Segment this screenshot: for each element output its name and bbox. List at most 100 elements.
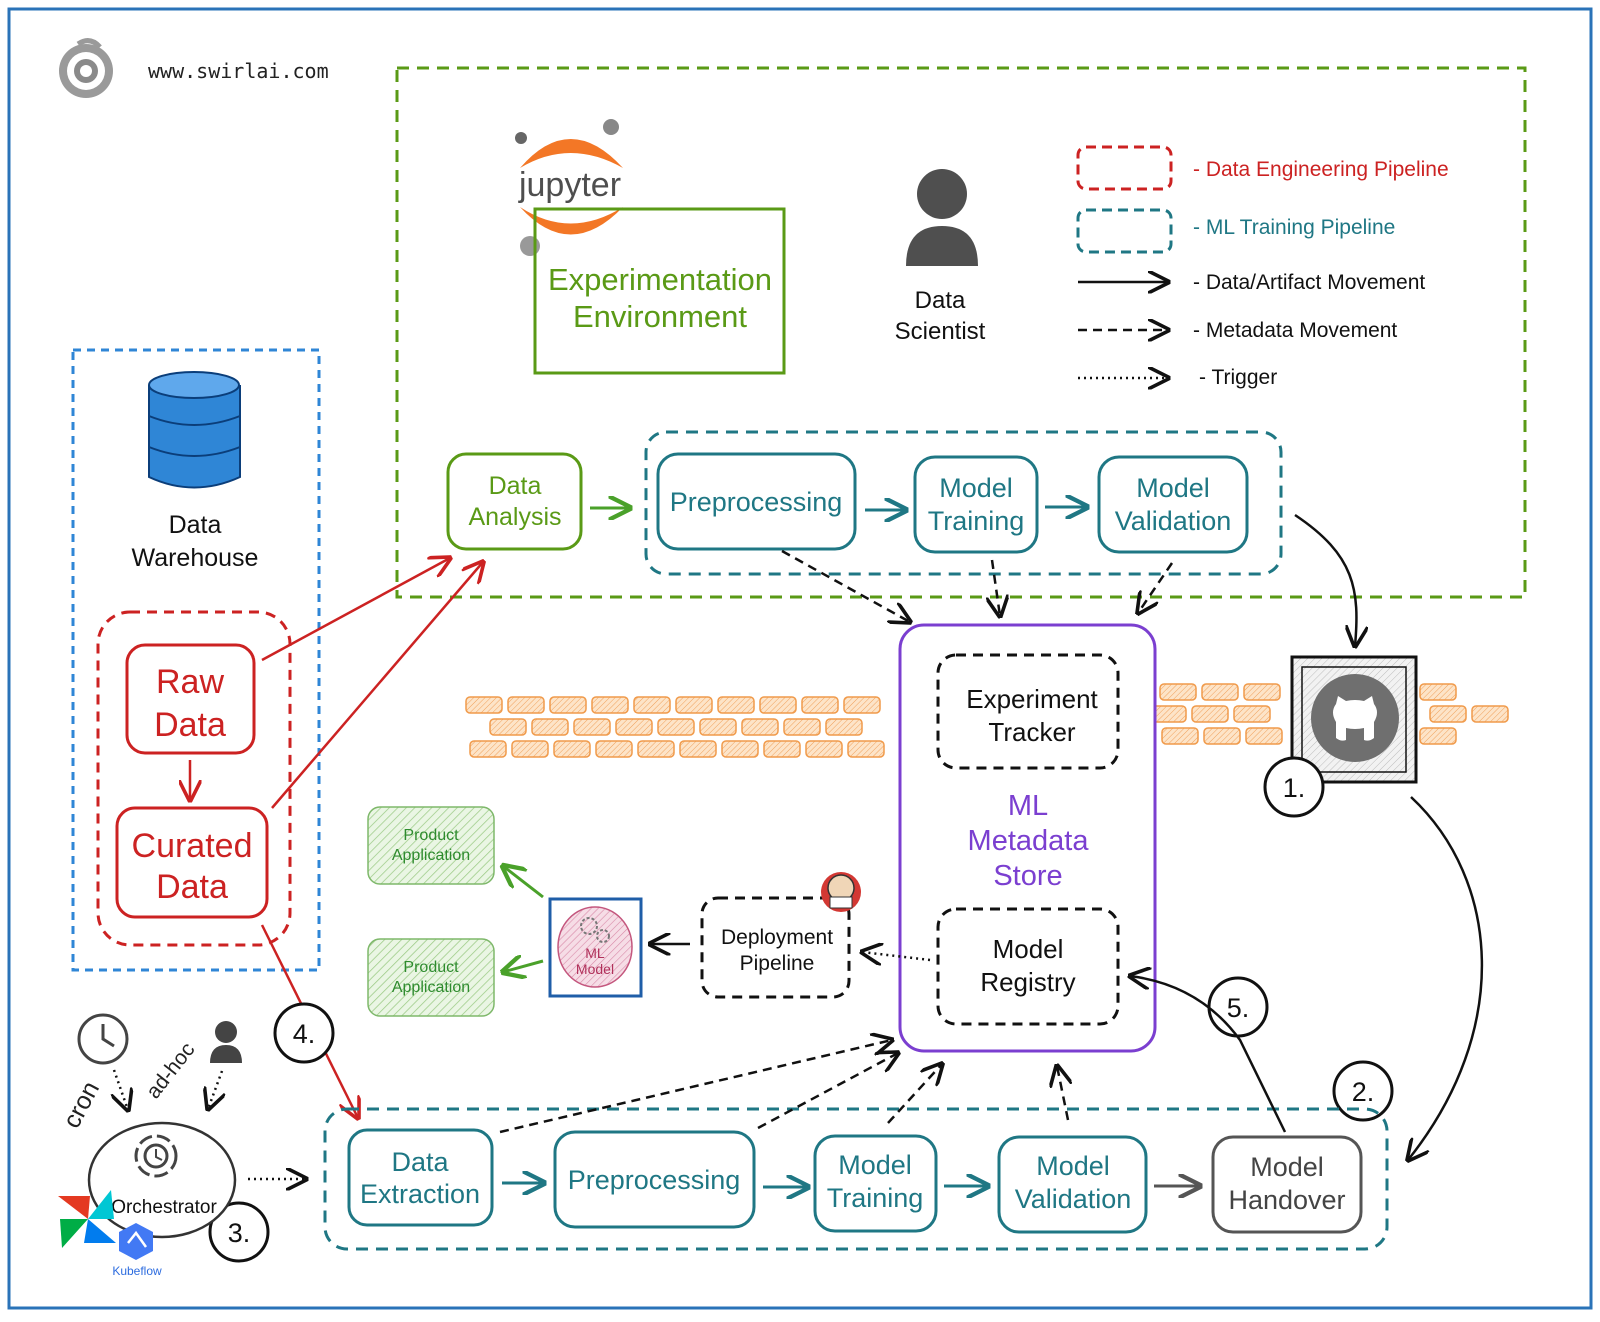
ml-metadata-store-title-line3: Store xyxy=(993,860,1062,892)
legend: - Data Engineering Pipeline - ML Trainin… xyxy=(1076,145,1449,389)
experiment-tracker-label-line2: Tracker xyxy=(988,717,1075,747)
firewall xyxy=(465,683,1509,758)
product-application-2-label-line1: Product xyxy=(403,959,459,976)
firewall-brick xyxy=(469,740,507,758)
firewall-brick xyxy=(657,718,695,736)
curated-data-label-line2: Data xyxy=(156,868,228,906)
orchestrator-icon xyxy=(134,1134,178,1178)
deployment-pipeline-label-line2: Pipeline xyxy=(740,952,815,975)
top-preprocessing-metadata-arrow xyxy=(781,549,910,622)
firewall-brick xyxy=(1471,705,1509,723)
curated-to-analysis-arrow xyxy=(271,562,483,809)
model-registry-label-line2: Registry xyxy=(980,967,1075,997)
deployment-pipeline-label-line1: Deployment xyxy=(721,926,833,949)
experimentation-environment-line2: Environment xyxy=(573,299,747,334)
data-scientist-label-line2: Scientist xyxy=(895,318,986,345)
product-application-box-1 xyxy=(367,806,495,885)
top-model-training-box xyxy=(913,455,1039,554)
bottom-data-extraction-label-line1: Data xyxy=(391,1147,449,1177)
orchestrator-ellipse xyxy=(87,1121,237,1239)
product-application-1-label-line2: Application xyxy=(392,847,470,864)
data-analysis-box xyxy=(446,452,583,551)
experiment-tracker-label-line1: Experiment xyxy=(966,684,1098,714)
experiment-tracker-box xyxy=(936,653,1120,770)
step-2-label: 2. xyxy=(1352,1077,1375,1107)
legend-trigger: - Trigger xyxy=(1199,366,1277,389)
orchestrator-label: Orchestrator xyxy=(111,1197,217,1218)
firewall-brick xyxy=(717,696,755,714)
firewall-brick xyxy=(825,718,863,736)
firewall-brick xyxy=(1243,683,1281,701)
firewall-brick xyxy=(805,740,843,758)
step-1-label: 1. xyxy=(1283,773,1306,803)
top-model-training-label-line1: Model xyxy=(939,473,1013,503)
gear-icon xyxy=(580,917,610,943)
firewall-brick xyxy=(595,740,633,758)
firewall-brick xyxy=(637,740,675,758)
firewall-brick xyxy=(843,696,881,714)
step-5-label: 5. xyxy=(1227,993,1250,1023)
top-preprocessing-label: Preprocessing xyxy=(670,487,843,517)
person-icon xyxy=(906,169,978,266)
step-3-marker: 3. xyxy=(208,1201,270,1263)
clock-icon xyxy=(77,1013,129,1065)
jupyter-logo-icon: jupyter xyxy=(515,119,623,256)
raw-to-analysis-arrow xyxy=(261,558,450,662)
step-1-marker: 1. xyxy=(1263,756,1325,818)
ml-metadata-store-title-line1: ML xyxy=(1008,790,1048,822)
jenkins-icon xyxy=(821,872,861,912)
firewall-brick xyxy=(783,718,821,736)
firewall-brick xyxy=(553,740,591,758)
firewall-brick xyxy=(847,740,885,758)
firewall-brick xyxy=(573,718,611,736)
firewall-brick xyxy=(507,696,545,714)
firewall-brick xyxy=(675,696,713,714)
firewall-brick xyxy=(615,718,653,736)
model-to-app2-arrow xyxy=(503,961,544,972)
firewall-brick xyxy=(633,696,671,714)
bottom-ml-training-boundary xyxy=(323,1107,1389,1251)
github-to-handover-arrow xyxy=(1408,796,1484,1160)
firewall-brick xyxy=(1191,705,1229,723)
site-url: www.swirlai.com xyxy=(148,59,329,83)
outer-frame xyxy=(7,7,1593,1310)
bottom-preprocessing-label: Preprocessing xyxy=(568,1165,741,1195)
data-warehouse-boundary xyxy=(71,348,321,972)
cron-trigger-arrow xyxy=(114,1069,128,1110)
firewall-brick xyxy=(759,696,797,714)
ml-model-bubble xyxy=(557,906,633,988)
firewall-brick xyxy=(1419,683,1457,701)
experimentation-environment-line1: Experimentation xyxy=(548,262,772,297)
bottom-model-validation-label-line1: Model xyxy=(1036,1151,1110,1181)
legend-swatch-ml-training xyxy=(1076,208,1173,254)
top-model-validation-label-line1: Model xyxy=(1136,473,1210,503)
raw-data-label-line1: Raw xyxy=(156,663,224,701)
raw-data-label-line2: Data xyxy=(154,706,226,744)
model-registry-label-line1: Model xyxy=(993,934,1064,964)
swirl-logo-icon xyxy=(59,38,113,98)
top-model-validation-box xyxy=(1097,455,1249,554)
ad-hoc-label: ad-hoc xyxy=(142,1038,200,1103)
firewall-brick xyxy=(1161,727,1199,745)
bottom-model-validation-label-line2: Validation xyxy=(1015,1184,1132,1214)
firewall-brick xyxy=(699,718,737,736)
step-2-marker: 2. xyxy=(1332,1060,1394,1122)
top-model-validation-label-line2: Validation xyxy=(1115,506,1232,536)
firewall-brick xyxy=(531,718,569,736)
product-application-2-label-line2: Application xyxy=(392,979,470,996)
step-3-label: 3. xyxy=(228,1218,251,1248)
data-analysis-label-line2: Analysis xyxy=(468,503,561,531)
jupyter-wordmark: jupyter xyxy=(518,166,621,204)
data-engineering-boundary xyxy=(96,610,292,947)
firewall-brick xyxy=(1159,683,1197,701)
bottom-model-training-label-line1: Model xyxy=(838,1150,912,1180)
top-training-metadata-arrow xyxy=(992,559,1000,616)
model-registry-box xyxy=(936,907,1120,1026)
firewall-brick xyxy=(801,696,839,714)
bottom-validation-metadata-arrow xyxy=(1057,1066,1068,1121)
firewall-brick xyxy=(465,696,503,714)
data-warehouse-label-line1: Data xyxy=(169,511,222,539)
step-5-marker: 5. xyxy=(1207,976,1269,1038)
kubeflow-icon xyxy=(119,1223,153,1260)
